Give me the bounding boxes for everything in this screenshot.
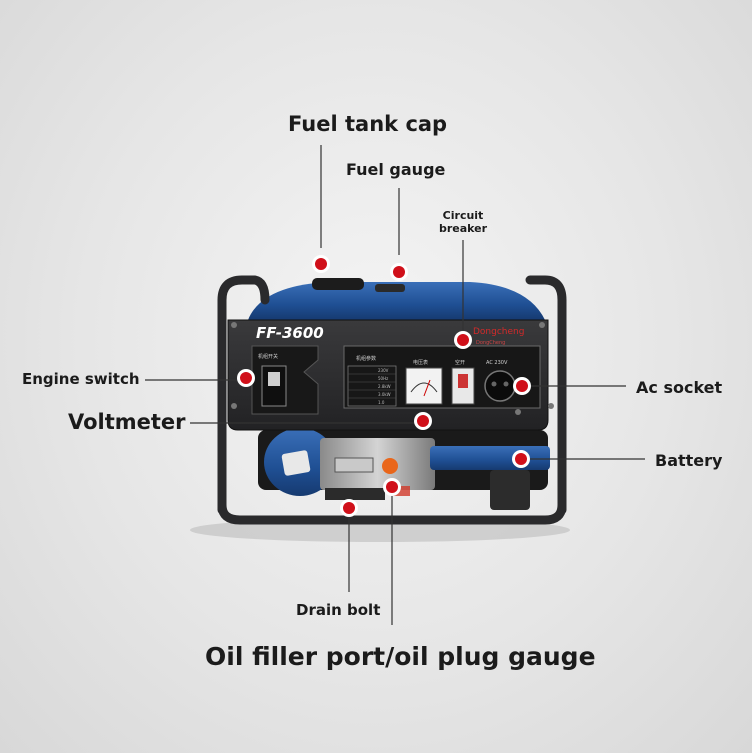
markers — [237, 255, 531, 517]
label-voltmeter: Voltmeter — [68, 410, 186, 434]
spec-value-0: 230V — [378, 368, 389, 373]
marker-drain-bolt — [340, 499, 358, 517]
marker-ac-socket — [513, 377, 531, 395]
fuel-tank — [248, 278, 545, 320]
label-drain-bolt: Drain bolt — [296, 601, 381, 619]
fuel-gauge-shape — [375, 284, 405, 292]
socket-label-text: AC 230V — [486, 360, 508, 366]
marker-engine-switch — [237, 369, 255, 387]
spec-value-2: 2.8kW — [378, 384, 391, 389]
label-circuit-breaker: Circuit breaker — [438, 209, 488, 235]
model-text: FF-3600 — [256, 324, 324, 342]
panel-title-text: 机组参数 — [356, 355, 376, 362]
marker-battery — [512, 450, 530, 468]
label-ac-socket: Ac socket — [636, 378, 723, 397]
label-circuit-breaker-line1: Circuit — [442, 209, 484, 222]
marker-voltmeter — [414, 412, 432, 430]
switch-label-text: 机组开关 — [258, 353, 278, 360]
spec-value-4: 1.0 — [378, 400, 385, 405]
label-engine-switch: Engine switch — [22, 370, 140, 388]
breaker-label-text: 空开 — [455, 359, 465, 366]
label-battery: Battery — [655, 451, 723, 470]
marker-fuel-tank-cap — [312, 255, 330, 273]
marker-fuel-gauge — [390, 263, 408, 281]
engine — [258, 428, 550, 510]
fuel-tank-cap-shape — [312, 278, 364, 290]
spec-value-3: 3.0kW — [378, 392, 391, 397]
meter-label-text: 电压表 — [413, 359, 428, 366]
brand-text: Dongcheng — [473, 327, 524, 337]
label-fuel-tank-cap: Fuel tank cap — [288, 112, 448, 136]
leader-lines — [145, 145, 645, 625]
oil-filler-cap — [382, 458, 398, 474]
label-circuit-breaker-line2: breaker — [438, 222, 488, 235]
control-panel — [227, 319, 554, 431]
marker-oil-filler — [383, 478, 401, 496]
marker-circuit-breaker — [454, 331, 472, 349]
label-oil-filler: Oil filler port/oil plug gauge — [205, 642, 596, 671]
spec-value-1: 50Hz — [378, 376, 388, 381]
brand-sub-text: DongCheng — [476, 340, 505, 346]
label-fuel-gauge: Fuel gauge — [346, 160, 446, 179]
